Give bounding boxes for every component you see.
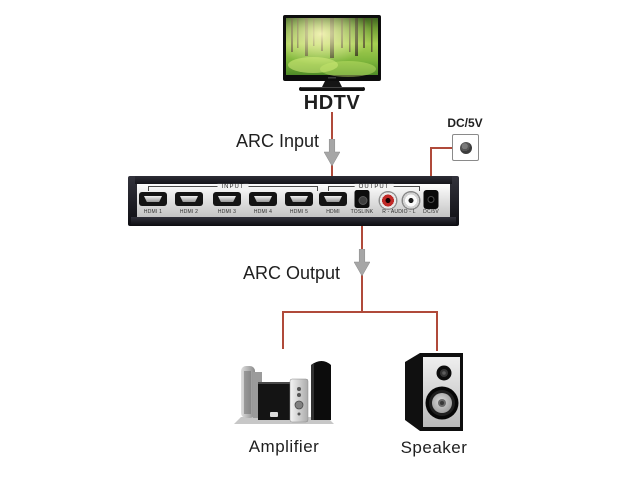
speaker-side-panel	[405, 353, 420, 431]
hdmi-output-port	[319, 192, 347, 206]
tv-logo	[328, 77, 336, 79]
rca-red-port	[378, 191, 398, 210]
hdtv-image	[283, 15, 381, 91]
cable-adapter-to-device	[430, 147, 432, 195]
input-group-label: INPUT	[217, 183, 249, 190]
hdmi-input-2-port	[175, 192, 203, 206]
power-adapter-icon	[452, 134, 479, 161]
toslink-port	[354, 190, 370, 208]
output-group-bracket: OUTPUT	[328, 183, 420, 192]
port-label-hdmi4: HDMI 4	[253, 209, 273, 215]
cable-split-to-amplifier	[282, 311, 284, 349]
device-bottom-edge	[131, 217, 456, 226]
rca-white-port	[401, 191, 421, 210]
device-top-edge	[135, 176, 452, 184]
dc-power-port	[423, 190, 439, 209]
input-group-bracket: INPUT	[148, 183, 318, 192]
hdtv-label: HDTV	[303, 92, 361, 114]
amplifier-center-unit	[289, 378, 309, 423]
hdmi-input-1-port	[139, 192, 167, 206]
port-label-hdmi-out: HDMI	[326, 209, 340, 215]
hdmi-input-3-port	[213, 192, 241, 206]
cable-adapter-horizontal	[430, 147, 453, 149]
amplifier-right-tower	[311, 361, 331, 420]
port-label-hdmi2: HDMI 2	[179, 209, 199, 215]
speaker-icon	[405, 353, 463, 431]
port-label-dc: DC/5V	[423, 209, 439, 215]
speaker-label: Speaker	[400, 438, 468, 457]
port-label-audio: R - AUDIO - L	[382, 209, 416, 215]
arrow-down-icon	[324, 139, 340, 166]
hdmi-input-5-port	[285, 192, 313, 206]
port-label-toslink: TOSLINK	[350, 209, 374, 215]
output-group-label: OUTPUT	[354, 183, 394, 190]
device-left-edge	[128, 176, 137, 226]
tv-stand-neck	[322, 81, 342, 87]
power-plug-dot	[459, 141, 472, 154]
port-label-hdmi5: HDMI 5	[289, 209, 309, 215]
port-label-hdmi3: HDMI 3	[217, 209, 237, 215]
port-label-hdmi1: HDMI 1	[143, 209, 163, 215]
cable-split-horizontal	[282, 311, 438, 313]
arc-input-label: ARC Input	[236, 131, 320, 151]
cable-split-to-speaker	[436, 311, 438, 351]
amplifier-label: Amplifier	[248, 437, 320, 456]
device-right-edge	[450, 176, 459, 226]
arrow-down-icon	[354, 249, 370, 276]
arc-output-label: ARC Output	[243, 263, 341, 283]
hdmi-input-4-port	[249, 192, 277, 206]
hdmi-switch-device: INPUT OUTPUT HDMI 1 HDMI 2 HDMI 3 HDMI 4…	[128, 176, 459, 226]
power-adapter-label: DC/5V	[447, 116, 483, 130]
amplifier-icon	[234, 361, 334, 424]
